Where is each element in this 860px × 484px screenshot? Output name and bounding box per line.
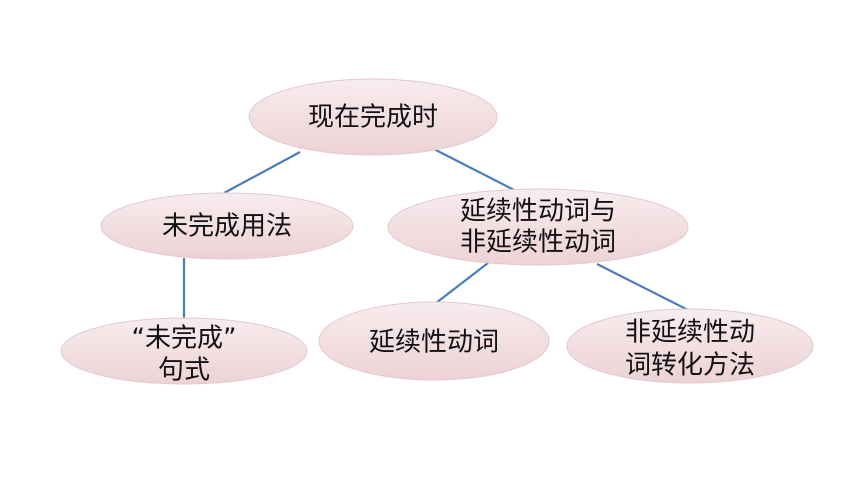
node-label-line-2: 词转化方法: [625, 351, 755, 381]
edge-durative-vs-nondurative-to-conversion: [596, 263, 693, 313]
node-unfinished-pattern: “未完成” 句式: [60, 317, 308, 386]
edge-durative-vs-nondurative-to-durative: [435, 262, 489, 304]
node-label: 延续性动词: [369, 328, 499, 358]
edge-root-to-durative-vs-nondurative: [425, 144, 521, 194]
node-conversion-methods: 非延续性动 词转化方法: [566, 308, 814, 384]
node-present-perfect: 现在完成时: [248, 78, 498, 156]
node-label-line-2: 句式: [158, 356, 210, 386]
node-label-line-2: 非延续性动词: [460, 228, 616, 258]
node-label-line-1: 延续性动词与: [460, 197, 616, 227]
node-unfinished-usage: 未完成用法: [100, 192, 354, 260]
edge-root-to-unfinished-usage: [223, 151, 301, 194]
node-label: 现在完成时: [308, 103, 438, 133]
node-label-line-1: “未完成”: [132, 324, 237, 354]
node-durative-verbs: 延续性动词: [318, 301, 550, 381]
node-durative-vs-nondurative: 延续性动词与 非延续性动词: [387, 188, 689, 266]
node-label-line-1: 非延续性动: [625, 318, 755, 348]
node-label: 未完成用法: [162, 212, 292, 242]
